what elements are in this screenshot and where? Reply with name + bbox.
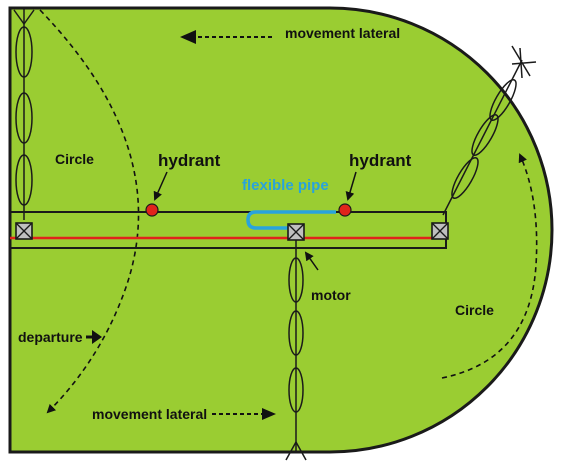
flexible-pipe <box>246 210 336 230</box>
label-movement-lateral-bottom: movement lateral <box>92 406 207 422</box>
label-movement-lateral-top: movement lateral <box>285 25 400 41</box>
span-right <box>442 45 537 216</box>
hydrant-left-pointer <box>153 171 168 201</box>
tower-right <box>431 222 449 240</box>
label-hydrant-left: hydrant <box>158 151 221 170</box>
tower-left <box>15 222 33 240</box>
label-circle-left: Circle <box>55 151 94 167</box>
circle-path-right <box>441 153 538 379</box>
hydrant-right-marker <box>338 203 352 217</box>
circle-path-left <box>39 9 140 414</box>
motor-pointer <box>304 251 319 271</box>
label-circle-right: Circle <box>455 302 494 318</box>
movement-arrow-top <box>180 30 272 44</box>
departure-arrow <box>86 330 102 344</box>
label-departure: departure <box>18 329 83 345</box>
label-flexible-pipe: flexible pipe <box>242 177 329 194</box>
hydrant-left-marker <box>145 203 159 217</box>
field-area <box>8 6 554 454</box>
label-motor: motor <box>311 287 351 303</box>
hydrant-right-pointer <box>345 171 357 201</box>
movement-arrow-bottom <box>212 408 276 420</box>
span-bottom <box>285 240 307 461</box>
span-left <box>13 8 35 220</box>
tower-motor <box>287 223 305 241</box>
label-hydrant-right: hydrant <box>349 151 412 170</box>
